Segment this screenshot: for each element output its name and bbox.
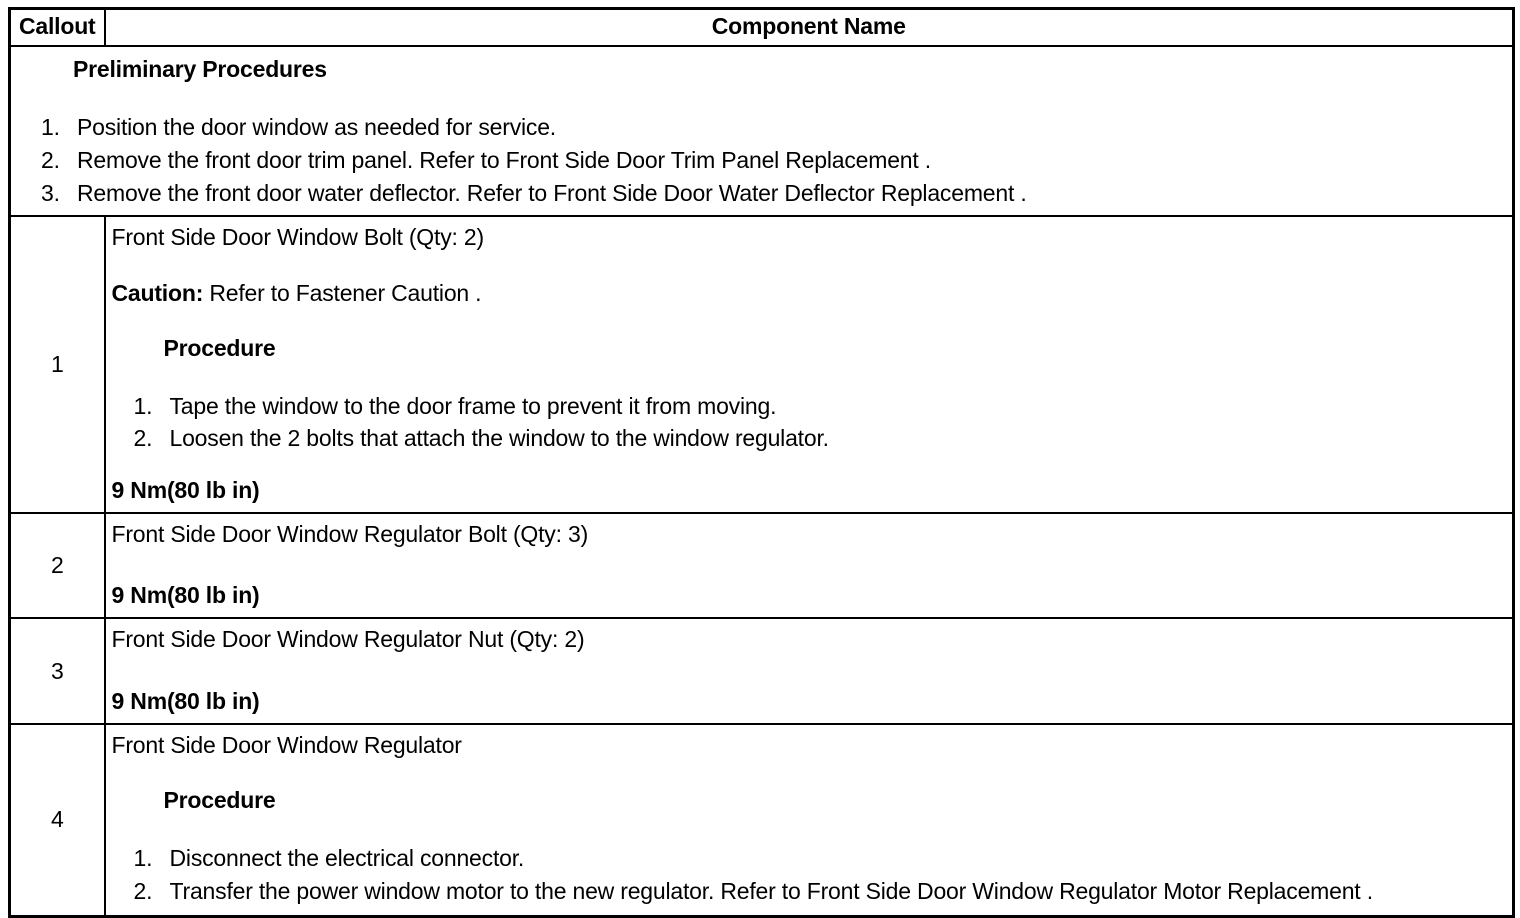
spacer xyxy=(112,759,1507,787)
component-detail-cell: Front Side Door Window Bolt (Qty: 2) Cau… xyxy=(103,215,1515,515)
list-item-text: Remove the front door trim panel. Refer … xyxy=(77,147,931,174)
list-marker: 3. xyxy=(41,179,60,206)
list-marker: 2. xyxy=(41,147,60,174)
list-item: 1. Position the door window as needed fo… xyxy=(17,111,1506,144)
list-item: 1. Disconnect the electrical connector. xyxy=(112,842,1507,875)
callout-number: 4 xyxy=(8,722,106,918)
list-item-text: Disconnect the electrical connector. xyxy=(169,844,525,871)
list-item-text: Remove the front door water deflector. R… xyxy=(77,179,1027,206)
list-item: 2. Loosen the 2 bolts that attach the wi… xyxy=(112,422,1507,455)
preliminary-procedures-cell: Preliminary Procedures 1. Position the d… xyxy=(8,45,1515,218)
procedure-heading: Procedure xyxy=(163,786,276,813)
torque-spec: 9 Nm(80 lb in) xyxy=(111,477,260,504)
table-row: 4 Front Side Door Window Regulator Proce… xyxy=(8,722,1515,918)
torque-spec: 9 Nm(80 lb in) xyxy=(111,687,260,714)
list-item-text: Transfer the power window motor to the n… xyxy=(169,877,1374,904)
list-item: 3. Remove the front door water deflector… xyxy=(17,177,1506,210)
document-page: Callout Component Name Preliminary Proce… xyxy=(8,7,1515,918)
preliminary-procedures-heading: Preliminary Procedures xyxy=(73,56,327,83)
caution-label: Caution: xyxy=(111,279,204,306)
preliminary-procedures-list: 1. Position the door window as needed fo… xyxy=(17,111,1506,209)
component-name: Front Side Door Window Regulator Bolt (Q… xyxy=(111,521,589,548)
component-name: Front Side Door Window Regulator xyxy=(111,731,462,758)
callout-number: 1 xyxy=(8,215,106,515)
list-item-text: Loosen the 2 bolts that attach the windo… xyxy=(169,425,830,452)
list-item: 2. Transfer the power window motor to th… xyxy=(112,875,1507,908)
spacer xyxy=(112,654,1507,688)
spacer xyxy=(112,362,1507,390)
spacer xyxy=(112,548,1507,582)
procedure-heading: Procedure xyxy=(163,334,276,361)
caution-note: Caution: Refer to Fastener Caution . xyxy=(112,280,1507,307)
callout-number: 3 xyxy=(8,617,106,725)
list-marker: 1. xyxy=(133,844,153,871)
column-header-component-name: Component Name xyxy=(103,7,1515,48)
spacer xyxy=(112,455,1507,477)
torque-spec: 9 Nm(80 lb in) xyxy=(111,582,260,609)
table-row: 2 Front Side Door Window Regulator Bolt … xyxy=(8,512,1515,620)
callout-component-table: Callout Component Name Preliminary Proce… xyxy=(8,7,1515,918)
list-marker: 2. xyxy=(133,877,153,904)
list-item: 2. Remove the front door trim panel. Ref… xyxy=(17,144,1506,177)
spacer xyxy=(112,252,1507,280)
component-detail-cell: Front Side Door Window Regulator Bolt (Q… xyxy=(103,512,1515,620)
list-marker: 1. xyxy=(41,114,60,141)
component-detail-cell: Front Side Door Window Regulator Nut (Qt… xyxy=(103,617,1515,725)
list-item-text: Position the door window as needed for s… xyxy=(77,114,556,141)
table-row: 3 Front Side Door Window Regulator Nut (… xyxy=(8,617,1515,725)
column-header-callout: Callout xyxy=(8,7,106,48)
preliminary-procedures-row: Preliminary Procedures 1. Position the d… xyxy=(8,45,1515,218)
component-name: Front Side Door Window Bolt (Qty: 2) xyxy=(111,224,485,251)
list-item: 1. Tape the window to the door frame to … xyxy=(112,390,1507,423)
component-detail-cell: Front Side Door Window Regulator Procedu… xyxy=(103,722,1515,918)
table-header-row: Callout Component Name xyxy=(8,7,1515,48)
component-name: Front Side Door Window Regulator Nut (Qt… xyxy=(111,626,585,653)
list-marker: 2. xyxy=(133,425,153,452)
caution-text: Refer to Fastener Caution . xyxy=(203,279,482,306)
table-row: 1 Front Side Door Window Bolt (Qty: 2) C… xyxy=(8,215,1515,515)
procedure-list: 1. Disconnect the electrical connector. … xyxy=(112,842,1507,907)
procedure-list: 1. Tape the window to the door frame to … xyxy=(112,390,1507,455)
list-item-text: Tape the window to the door frame to pre… xyxy=(169,392,777,419)
spacer xyxy=(17,83,1506,111)
spacer xyxy=(112,307,1507,335)
callout-number: 2 xyxy=(8,512,106,620)
spacer xyxy=(112,814,1507,842)
list-marker: 1. xyxy=(133,392,153,419)
